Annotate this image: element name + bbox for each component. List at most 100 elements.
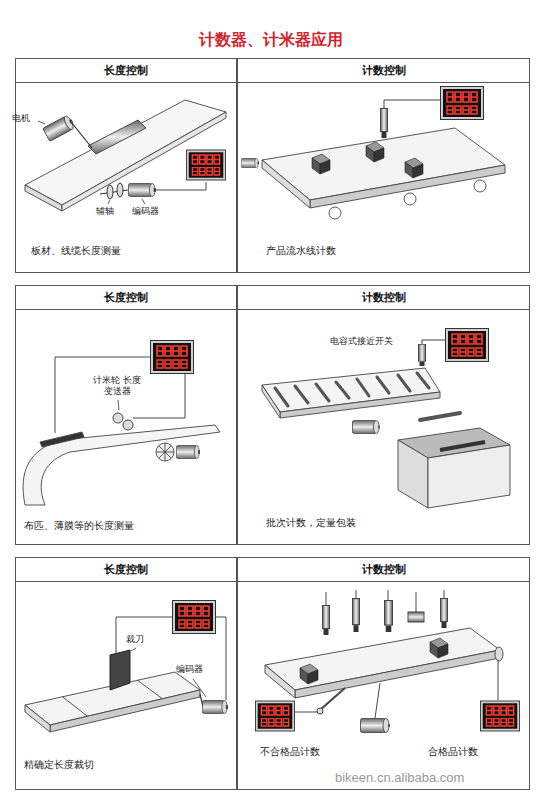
header-band: 长度控制 [16, 59, 236, 83]
wire [384, 100, 440, 108]
meter-wheel [113, 413, 133, 430]
application-panel: 批次计数，定量包装计数控制 [237, 285, 530, 545]
counter-display [151, 341, 194, 374]
wire [131, 648, 136, 651]
application-panel: 精确定长度裁切长度控制 [15, 557, 237, 790]
leader-line [142, 199, 145, 204]
reject-arm [320, 688, 345, 710]
bar-product [398, 375, 410, 391]
counter-display [186, 150, 225, 180]
wire [416, 592, 417, 612]
bar-product [295, 386, 308, 403]
wire [422, 340, 445, 344]
wire [388, 590, 389, 600]
motor [156, 443, 200, 461]
belt-conveyor [474, 180, 486, 192]
wire [216, 617, 226, 700]
bar-product [275, 373, 460, 420]
part-label: 计米轮 长度变送器 [92, 375, 142, 397]
product-box [320, 160, 330, 174]
sensor-array [323, 599, 448, 636]
counter-display [446, 329, 489, 362]
cut-conveyor [138, 680, 163, 699]
motor [156, 443, 174, 461]
board-conveyor [25, 185, 62, 211]
part-label: 裁刀 [126, 634, 144, 645]
belt-conveyor [241, 158, 259, 167]
product-box [405, 162, 413, 178]
counter-display [255, 701, 294, 731]
wire [375, 683, 380, 718]
motor [156, 443, 174, 461]
part-label: 电容式接近开关 [330, 336, 393, 347]
belt-conveyor [329, 207, 341, 219]
panel-caption: 板材、线缆长度测量 [31, 244, 121, 258]
belt-conveyor [262, 160, 310, 208]
wire [384, 100, 440, 108]
watermark: bikeen.cn.alibaba.com [335, 770, 464, 786]
cut-conveyor [25, 705, 50, 732]
header-text: 计数控制 [238, 558, 529, 581]
product-box [300, 638, 448, 684]
bar-product [377, 377, 389, 393]
panel-caption: 不合格品计数 [260, 745, 320, 759]
bar-product [275, 388, 288, 406]
packing-box [440, 442, 485, 450]
product-box [430, 642, 438, 658]
wire [444, 590, 445, 598]
wire [295, 712, 318, 713]
panel-caption: 合格品计数 [428, 745, 478, 759]
header-band: 长度控制 [16, 286, 236, 310]
product-box [312, 142, 423, 178]
counter-display [441, 87, 484, 120]
wire [193, 679, 206, 697]
header-band: 计数控制 [238, 558, 529, 582]
motor [176, 445, 200, 458]
wire [356, 590, 357, 598]
panel-caption: 布匹、薄膜等的长度测量 [24, 519, 134, 533]
header-band: 计数控制 [238, 59, 529, 83]
cloth-roll [23, 425, 220, 505]
leader-line [38, 121, 145, 204]
board-conveyor [25, 100, 226, 211]
capacitive-sensor [419, 344, 426, 366]
application-panel: 布匹、薄膜等的长度测量 长度控制 [15, 285, 237, 545]
inspect-conveyor [265, 628, 503, 698]
packing-box [428, 445, 510, 508]
board-conveyor [25, 100, 226, 205]
inspect-conveyor [295, 650, 500, 698]
wire [295, 590, 498, 718]
bar-product [357, 379, 369, 396]
cut-conveyor [50, 690, 200, 732]
panel-caption: 精确定长度裁切 [24, 758, 94, 772]
wire [133, 374, 185, 418]
cut-conveyor [63, 697, 88, 717]
motor [43, 114, 76, 141]
counter-display [480, 701, 519, 731]
header-text: 长度控制 [16, 286, 236, 309]
packing-box [398, 440, 428, 508]
motor [352, 420, 380, 433]
proximity-sensor [381, 109, 388, 139]
encoder [202, 700, 228, 713]
meter-wheel [113, 413, 123, 423]
sensor-array [353, 599, 360, 632]
header-text: 计数控制 [238, 286, 529, 309]
cloth-roll [40, 432, 84, 447]
wire [422, 340, 445, 344]
aux-shaft-encoder [107, 185, 113, 199]
cutter-blade [110, 650, 130, 690]
packing-box [398, 428, 510, 508]
part-label: 辅轴 [96, 206, 114, 217]
wire [156, 182, 206, 190]
aux-shaft-encoder [117, 183, 123, 197]
sensor-array [323, 606, 330, 636]
counter-display [173, 601, 216, 634]
part-label: 编码器 [176, 664, 203, 675]
product-box [366, 146, 374, 162]
motor [43, 114, 92, 148]
board-conveyor [88, 120, 146, 154]
motor [361, 718, 391, 732]
leader-line [38, 121, 45, 124]
